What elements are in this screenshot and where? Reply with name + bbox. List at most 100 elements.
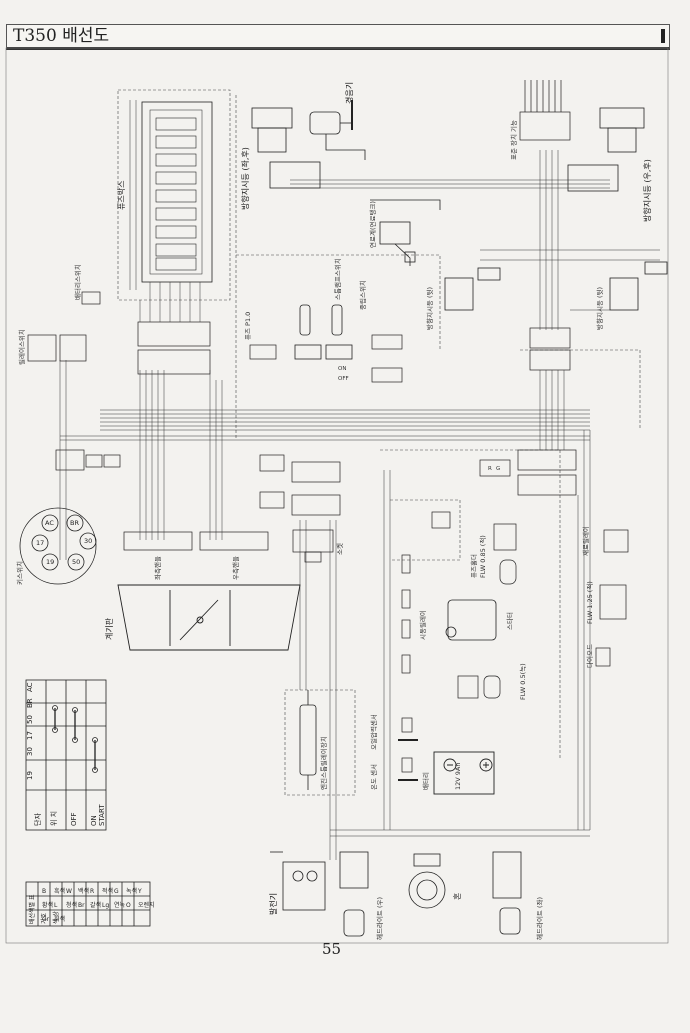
meter-cluster <box>117 584 301 651</box>
fuel-gauge-label: 연료계(연료탱크) <box>368 201 377 248</box>
temp-sensor-label: 온도 센서 <box>369 764 378 790</box>
key-switch-terminals: AC BR 17 19 30 50 <box>36 519 92 566</box>
battery-switch-label: 배터리스위치 <box>73 264 82 300</box>
sensors <box>398 717 418 781</box>
central-junctions <box>123 321 577 551</box>
key-table-row-0: 위 치 <box>49 811 58 826</box>
starter-relay-label: 시동릴레이 <box>418 610 427 640</box>
oil-sensor-label: 오일압력센서 <box>369 714 378 750</box>
legend-color-7: 연녹 <box>114 901 126 909</box>
fuel-gauge <box>370 199 441 266</box>
generator-label: 발전기 <box>268 893 278 915</box>
legend-color-2: 적색 <box>102 887 113 895</box>
key-table-col-5: AC <box>26 682 34 692</box>
key-terminal-50: 50 <box>72 558 80 566</box>
stop-switch-label: 스톱램프스위치 <box>333 258 342 300</box>
key-table-col-0: 19 <box>26 771 34 780</box>
legend-code-6: Br <box>78 902 85 909</box>
front-right-turn-signal <box>567 107 645 192</box>
page-header: T350 배선도 <box>6 24 670 50</box>
legend-code-0: B <box>42 888 46 895</box>
fuse-fw085-label: FLW 0.85 (적) <box>479 535 487 578</box>
legend-header-code: 기호 <box>40 912 48 924</box>
fuse-p10-label: 퓨즈 P1.0 <box>244 312 252 340</box>
option-group-label: 표준 장치 기능 <box>509 120 518 160</box>
legend-color-3: 녹색 <box>126 887 137 895</box>
key-table-col-2: 17 <box>26 731 34 740</box>
rear-right-turn-label: 방향지시등 (뒷) <box>595 287 604 330</box>
legend-header-color: 색 상 <box>52 911 60 924</box>
key-switch-label: 키스위치 <box>15 561 24 585</box>
horn-component <box>309 100 366 160</box>
rear-right-turn <box>609 261 668 311</box>
legend-title: 배선색별 표 <box>28 894 36 924</box>
key-table-text: 19 30 17 50 BR AC 단자 위 치 OFF ON START <box>26 682 106 826</box>
key-table-col-4: BR <box>26 698 34 708</box>
legend-code-3: G <box>114 888 119 895</box>
code-r: R <box>488 466 492 472</box>
code-off: OFF <box>338 376 349 382</box>
code-g: G <box>496 466 500 472</box>
horn-label: 경음기 <box>344 82 354 104</box>
fuse-fw05-label: FLW 0.5(녹) <box>519 663 527 700</box>
neutral-switch-label: 중립스위치 <box>358 280 367 310</box>
key-table-row-2: ON <box>90 815 98 826</box>
legend-code-5: L <box>54 902 58 909</box>
neutral-switch <box>371 334 403 383</box>
generator <box>270 851 326 911</box>
legend-color-0: 흑색 <box>54 887 65 895</box>
connector-codes: ON OFF R G <box>338 366 500 472</box>
legend-color-4: 황색 <box>42 901 53 909</box>
rectifier-unit <box>299 690 317 790</box>
battery-label: 배터리 <box>421 772 430 790</box>
fuse-fw125-label: FLW 1.25 (적) <box>586 581 594 624</box>
headlight-right-label: 헤드라이트 (우) <box>375 897 384 940</box>
legend-code-9: Gr <box>42 916 50 923</box>
key-table-row-3: START <box>98 804 106 826</box>
front-left-turn-label: 방향지시등 (좌,후) <box>240 147 250 210</box>
horn-bottom-unit <box>408 853 446 909</box>
fuse-box-2-label: 퓨즈홀더 <box>469 554 478 578</box>
key-table-row-1: OFF <box>70 812 78 826</box>
key-terminal-19: 19 <box>46 558 54 566</box>
rectifier-label: 엔진스톱릴레이장치 <box>319 736 328 790</box>
key-table-row-header: 단자 <box>33 813 42 826</box>
wiring-left-label: 좌측핸들 <box>153 556 162 580</box>
key-switch-table <box>25 679 107 831</box>
wiring-right-label: 우측핸들 <box>231 556 240 580</box>
key-switch <box>19 507 97 585</box>
key-terminal-17: 17 <box>36 539 44 547</box>
regulator <box>457 675 501 699</box>
header-end-bar <box>661 29 665 43</box>
main-harness <box>59 100 660 860</box>
right-relay <box>595 529 629 667</box>
key-terminal-br: BR <box>70 519 79 527</box>
left-connector-group <box>27 291 121 471</box>
starter-motor <box>445 599 497 641</box>
relay-right-label: 재료릴레이 <box>581 526 590 556</box>
relay-stack <box>401 511 517 674</box>
page-title: T350 배선도 <box>13 26 110 46</box>
legend-color-1: 백색 <box>78 887 89 895</box>
fuse-box-label: 퓨즈박스 <box>116 181 126 210</box>
legend-color-9: 회색 <box>54 915 65 923</box>
legend-color-8: 오렌지 <box>138 901 155 909</box>
socket-component <box>292 529 334 563</box>
color-legend-table <box>25 881 151 927</box>
battery <box>433 751 495 795</box>
starter-label: 스타터 <box>505 612 514 630</box>
socket-label: 소켓 <box>335 543 344 555</box>
key-terminal-ac: AC <box>45 519 54 527</box>
legend-color-5: 청색 <box>66 901 77 909</box>
front-right-turn-label: 방향지시등 (우,후) <box>642 159 652 222</box>
legend-code-8: O <box>126 902 131 909</box>
page-number: 55 <box>322 940 342 958</box>
color-legend-text: 배선색별 표 기호 색 상 B 흑색 W 백색 R 적색 G 녹색 Y 황색 L… <box>28 887 155 924</box>
legend-code-7: Lg <box>102 902 109 909</box>
key-terminal-30: 30 <box>84 537 92 545</box>
key-table-col-3: 50 <box>26 715 34 724</box>
code-on: ON <box>338 366 346 372</box>
fuse-box <box>141 101 213 283</box>
rear-left-turn <box>444 267 501 311</box>
